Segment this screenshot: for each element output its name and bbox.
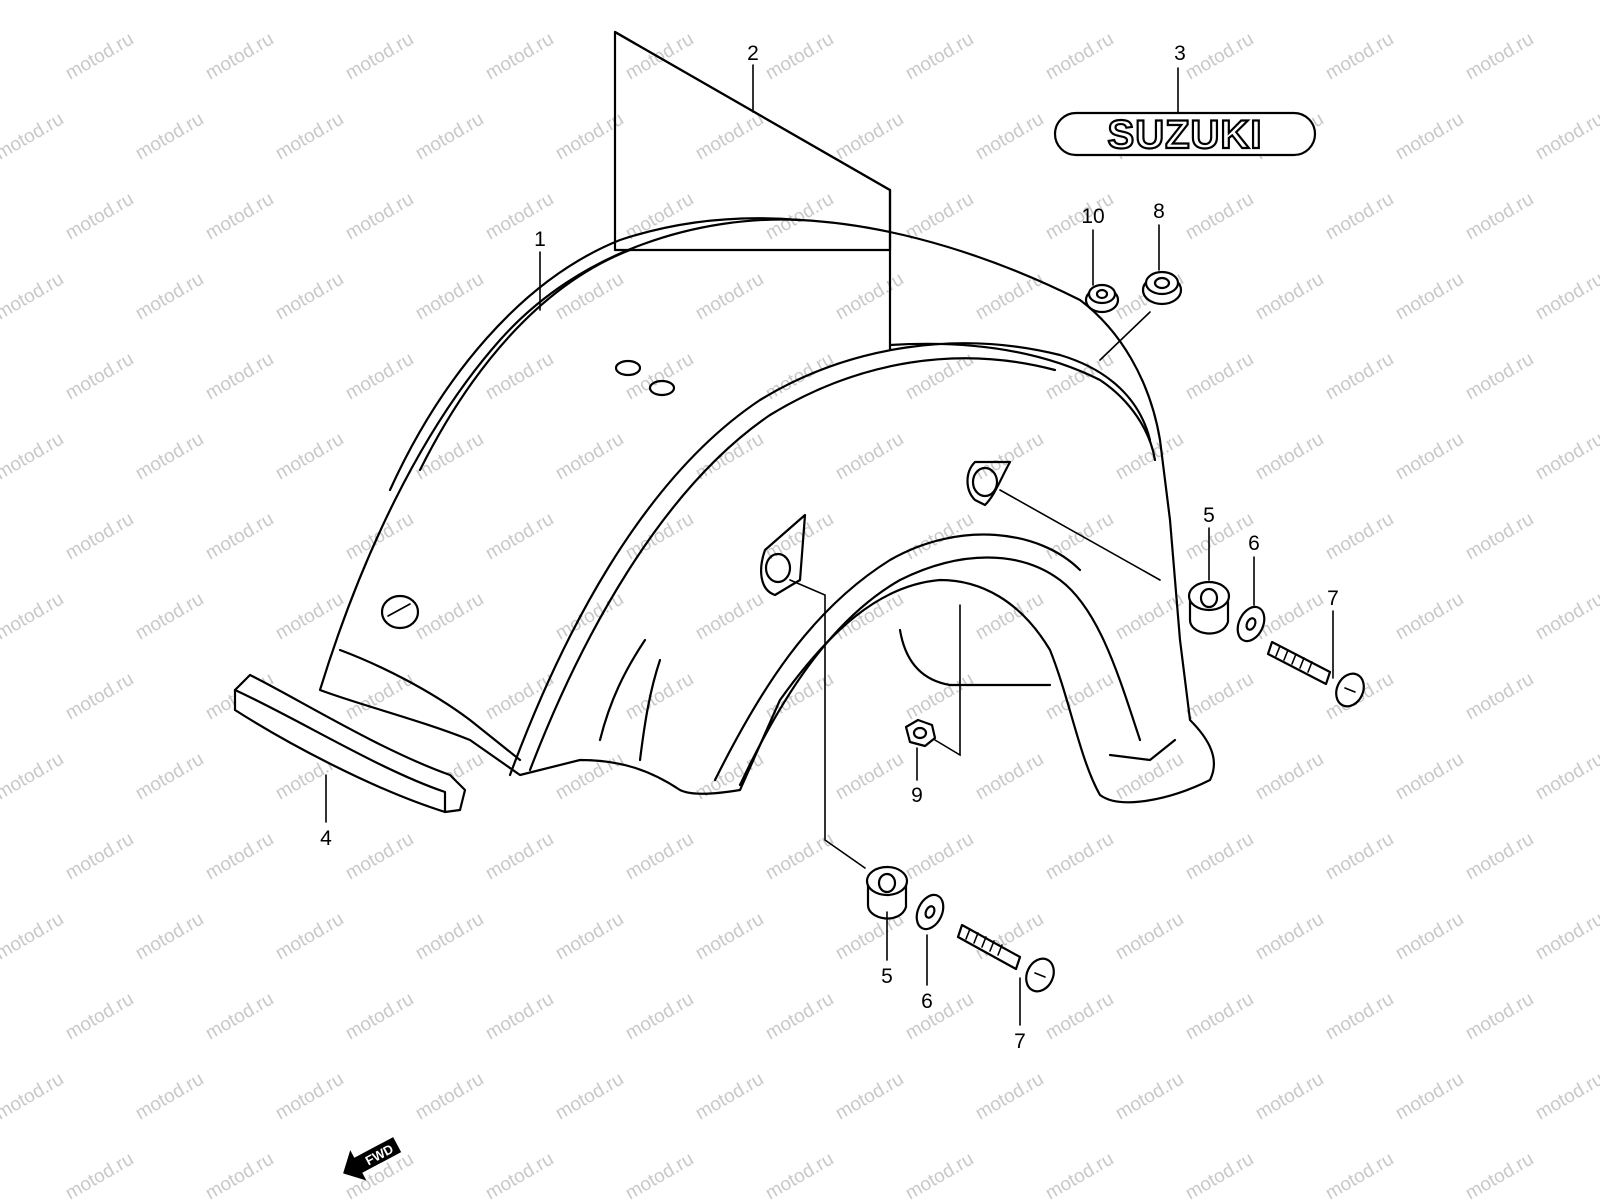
callout-2: 2 [747, 42, 759, 65]
callout-5a: 5 [1203, 504, 1215, 527]
callout-8: 8 [1153, 200, 1165, 223]
emblem-text: SUZUKI [1108, 113, 1263, 157]
fwd-label: FWD [363, 1141, 396, 1168]
bolt-7-upper-part [1266, 640, 1365, 708]
grommet-8-part [1141, 270, 1183, 306]
suzuki-emblem-part: SUZUKI [1053, 111, 1317, 158]
grommet-10-part [1084, 283, 1120, 314]
rear-fender-part [318, 217, 1215, 804]
leader-lines [325, 64, 1334, 1026]
cushion-5-upper-part [1187, 580, 1231, 635]
callout-1: 1 [534, 228, 546, 251]
callout-labels: 1 2 3 4 5 6 7 8 9 10 5 6 7 [320, 42, 1339, 1053]
mud-flap-part [613, 30, 892, 352]
callout-5b: 5 [881, 965, 893, 988]
washer-6-lower-part [915, 893, 945, 931]
washer-6-upper-part [1236, 605, 1266, 643]
nut-9-part [904, 718, 937, 748]
callout-7a: 7 [1327, 587, 1339, 610]
cushion-5-lower-part [865, 865, 909, 920]
callout-10: 10 [1081, 205, 1104, 228]
callout-6b: 6 [921, 990, 933, 1013]
callout-9: 9 [911, 784, 923, 807]
forward-direction-arrow: FWD [343, 1137, 402, 1181]
trim-strip-part [233, 673, 467, 814]
callout-7b: 7 [1014, 1030, 1026, 1053]
callout-4: 4 [320, 827, 332, 850]
callout-3: 3 [1174, 42, 1186, 65]
bolt-7-lower-part [956, 923, 1055, 993]
callout-6a: 6 [1248, 532, 1260, 555]
